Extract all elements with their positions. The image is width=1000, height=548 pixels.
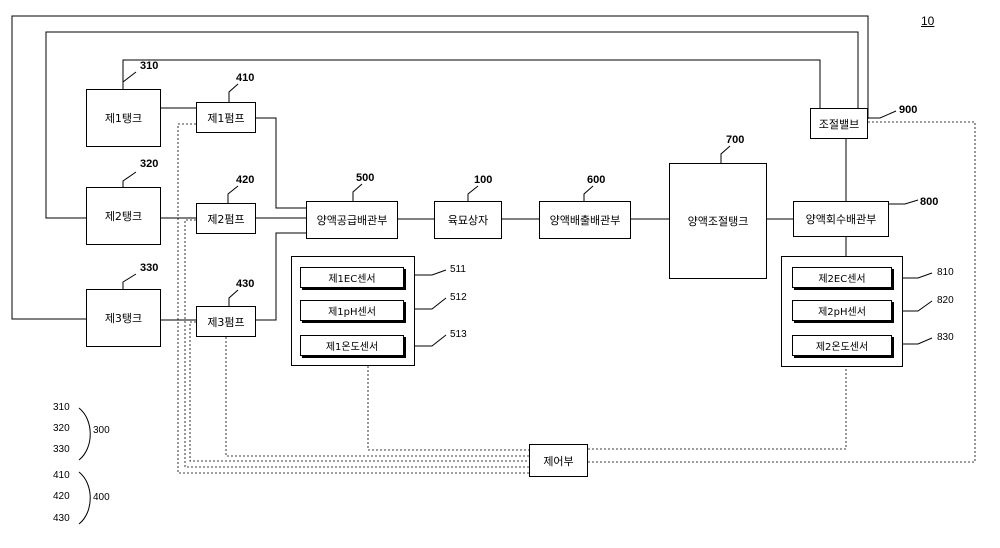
adjust-tank-box: 양액조절탱크 [669, 163, 767, 279]
pump2-box: 제2펌프 [196, 203, 256, 234]
sensor-ec-2: 제2EC센서 [792, 267, 892, 288]
leader-320 [123, 172, 136, 187]
discharge-pipe-label: 양액배출배관부 [550, 212, 621, 228]
tank1-ref: 310 [140, 60, 158, 72]
legend-320: 320 [53, 423, 70, 434]
pump1-ref: 410 [236, 72, 254, 84]
recovery-pipe-box: 양액회수배관부 [793, 201, 889, 237]
leader-330 [123, 274, 136, 289]
seedling-box-ref: 100 [474, 174, 492, 186]
controller-label: 제어부 [543, 453, 573, 469]
seedling-box-label: 육묘상자 [448, 212, 488, 228]
sensor-temp-2: 제2온도센서 [792, 335, 892, 356]
discharge-pipe-ref: 600 [587, 174, 605, 186]
seedling-box: 육묘상자 [434, 201, 502, 239]
supply-pipe-label: 양액공급배관부 [317, 212, 388, 228]
tank1-box: 제1탱크 [86, 89, 161, 147]
sensor-ph-2-label: 제2pH센서 [818, 303, 866, 318]
supply-pipe-ref: 500 [356, 172, 374, 184]
tank2-box: 제2탱크 [86, 187, 161, 245]
sensor-ph-2-ref: 820 [937, 295, 954, 306]
leader-430 [229, 290, 238, 306]
leader-420 [228, 186, 238, 203]
leader-800 [889, 200, 918, 204]
pump2-label: 제2펌프 [207, 211, 244, 227]
sensor-ec-2-ref: 810 [937, 267, 954, 278]
leader-410 [229, 84, 238, 102]
leader-600 [584, 186, 593, 201]
leader-500 [353, 184, 362, 201]
sensor-temp-2-label: 제2온도센서 [816, 338, 868, 353]
legend-300-label: 300 [93, 425, 110, 436]
control-valve-box: 조절밸브 [810, 108, 868, 139]
sensor-ec-1-label: 제1EC센서 [328, 270, 375, 285]
recovery-pipe-ref: 800 [920, 196, 938, 208]
sensor-temp-1: 제1온도센서 [300, 335, 404, 356]
leader-820 [903, 301, 932, 311]
tank2-ref: 320 [140, 158, 158, 170]
sensor-ph-1-label: 제1pH센서 [328, 303, 376, 318]
legend-430: 430 [53, 513, 70, 524]
leader-512 [415, 298, 446, 309]
supply-pipe-box: 양액공급배관부 [306, 201, 398, 239]
tank1-label: 제1탱크 [105, 110, 142, 126]
sensor-ph-1-ref: 512 [450, 292, 467, 303]
sensor-ec-1: 제1EC센서 [300, 267, 404, 288]
tank3-box: 제3탱크 [86, 289, 161, 347]
pump3-label: 제3펌프 [207, 314, 244, 330]
signal-sensors2 [588, 367, 846, 449]
legend-410: 410 [53, 470, 70, 481]
control-valve-label: 조절밸브 [819, 116, 859, 132]
sensor-temp-1-label: 제1온도센서 [326, 338, 378, 353]
leader-310 [123, 72, 136, 89]
leader-511 [415, 270, 446, 275]
sensor-ph-1: 제1pH센서 [300, 300, 404, 321]
pump2-ref: 420 [236, 174, 254, 186]
adjust-tank-label: 양액조절탱크 [688, 213, 749, 229]
legend-310: 310 [53, 402, 70, 413]
leader-100 [468, 186, 478, 201]
pump1-label: 제1펌프 [207, 110, 244, 126]
return-line-tank1 [123, 60, 820, 108]
sensor-ph-2: 제2pH센서 [792, 300, 892, 321]
signal-sensors1-b [368, 366, 529, 450]
controller-box: 제어부 [529, 444, 588, 477]
pump3-box: 제3펌프 [196, 306, 256, 337]
sensor-temp-1-ref: 513 [450, 329, 467, 340]
line-pump1-supply [256, 118, 306, 208]
leader-513 [415, 335, 446, 346]
legend-330: 330 [53, 444, 70, 455]
tank3-label: 제3탱크 [105, 310, 142, 326]
leader-810 [903, 273, 932, 278]
figure-reference: 10 [921, 14, 934, 28]
sensor-ec-2-label: 제2EC센서 [818, 270, 865, 285]
pump1-box: 제1펌프 [196, 102, 256, 133]
tank2-label: 제2탱크 [105, 208, 142, 224]
control-valve-ref: 900 [899, 104, 917, 116]
tank3-ref: 330 [140, 262, 158, 274]
sensor-ec-1-ref: 511 [450, 264, 466, 275]
leader-830 [903, 338, 932, 344]
leader-700 [721, 146, 730, 163]
pump3-ref: 430 [236, 278, 254, 290]
legend-400-label: 400 [93, 492, 110, 503]
leader-900 [868, 111, 896, 118]
brace-300 [79, 408, 90, 460]
brace-400 [79, 472, 90, 524]
recovery-pipe-label: 양액회수배관부 [806, 211, 877, 227]
discharge-pipe-box: 양액배출배관부 [539, 201, 631, 239]
legend-420: 420 [53, 491, 70, 502]
adjust-tank-ref: 700 [726, 134, 744, 146]
sensor-temp-2-ref: 830 [937, 332, 954, 343]
